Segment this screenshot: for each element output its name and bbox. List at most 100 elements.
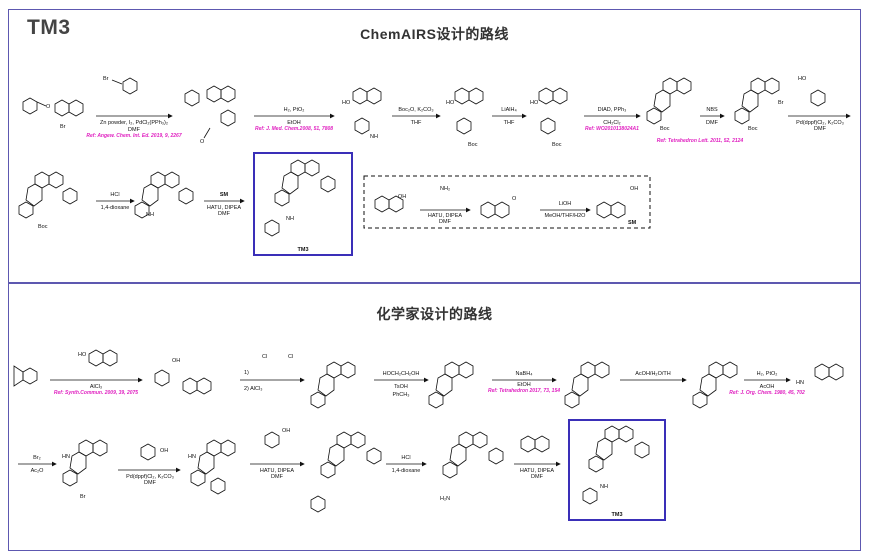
reaction-step: H₂, PtO₂ AcOH Ref: J. Org. Chem. 1980, 4… (729, 371, 805, 396)
step-solvent: PhCH₃ (393, 392, 410, 398)
step-reagent: AcOH/H₂O/TH (635, 371, 670, 377)
atom-label: OH (172, 358, 180, 364)
reaction-step: Br₂ Ac₂O (18, 455, 57, 474)
step-reagent: 1) (244, 370, 249, 376)
molecule: HO Boc (446, 88, 483, 148)
target-label: TM3 (612, 512, 623, 518)
atom-label: NH (370, 134, 378, 140)
reaction-step: LiAlH₄ THF (492, 107, 527, 126)
atom-label: HN (188, 454, 196, 460)
atom-label: NH (600, 484, 608, 490)
target-label: TM3 (298, 247, 309, 253)
molecule: Boc (647, 78, 691, 132)
molecule: HO NH (342, 88, 381, 140)
step-solvent: DMF (531, 474, 544, 480)
atom-label: O (200, 139, 205, 145)
step-reagent: HCl (110, 192, 119, 198)
chemist-route-title: 化学家设计的路线 (376, 306, 493, 322)
step-reagent: HATU, DIPEA (428, 213, 462, 219)
molecule: OH (154, 358, 211, 394)
molecule (13, 365, 38, 387)
literature-ref: Ref: Tetrahedron Lett. 2011, 52, 2124 (657, 138, 744, 144)
atom-label: Cl (262, 354, 267, 360)
step-solvent: THF (504, 120, 515, 126)
reaction-step: OH Pd(dppf)Cl₂, K₂CO₃ DMF (118, 444, 181, 486)
reaction-step: Cl Cl 1) 2) AlCl₃ (240, 354, 305, 392)
reaction-step: HATU, DIPEA DMF (514, 436, 561, 480)
step-reagent: LiOH (559, 201, 572, 207)
atom-label: HO (342, 100, 351, 106)
reaction-step: HO AlCl₃ Ref: Synth.Commun. 2009, 39, 20… (50, 350, 143, 396)
molecule (693, 362, 737, 408)
step-reagent: NaBH₄ (516, 371, 534, 377)
chemairs-route-title: ChemAIRS设计的路线 (360, 26, 509, 42)
step-reagent: Pd(dppf)Cl₂, K₂CO₃ (796, 120, 844, 126)
top-row-2: Boc HCl 1,4-dioxane NH SM HATU, DIPEA DM… (19, 152, 651, 256)
literature-ref: Ref: Tetrahedron 2017, 73, 154 (488, 388, 560, 394)
target-highlight-box (568, 419, 666, 521)
atom-label: Br (778, 100, 784, 106)
step-reagent: Pd(dppf)Cl₂, K₂CO₃ (126, 474, 174, 480)
step-solvent: 1,4-dioxane (101, 205, 130, 211)
molecule: HN Br (62, 440, 107, 500)
target-highlight-box (253, 152, 353, 256)
reaction-step: AcOH/H₂O/TH (620, 371, 687, 383)
molecule: HO Boc (530, 88, 567, 148)
atom-label: Br (80, 494, 86, 500)
atom-label: Boc (468, 142, 478, 148)
molecule (429, 362, 473, 408)
step-solvent: DMF (218, 211, 231, 217)
step-reagent: Br₂ (33, 455, 41, 461)
literature-ref: Ref: J. Org. Chem. 1980, 45, 702 (729, 390, 805, 396)
reaction-step: H₂, PtO₂ EtOH Ref: J. Med. Chem.2008, 51… (254, 107, 335, 132)
atom-label: OH (398, 194, 406, 200)
atom-label: OH (160, 448, 168, 454)
bottom-row-1: HO AlCl₃ Ref: Synth.Commun. 2009, 39, 20… (13, 350, 843, 408)
atom-label: O (512, 196, 517, 202)
step-reagent: Zn powder, I₂, PdCl₂(PPh₃)₂ (100, 120, 168, 126)
atom-label: HO (446, 100, 455, 106)
reaction-step: NaBH₄ EtOH Ref: Tetrahedron 2017, 73, 15… (488, 371, 560, 394)
step-reagent: NBS (706, 107, 718, 113)
atom-label: HN (796, 380, 804, 386)
top-row-1: O Br Br Zn powder, I₂, PdCl₂(PPh₃)₂ DMF … (22, 76, 851, 148)
chemairs-route-panel: TM3 ChemAIRS设计的路线 (8, 9, 861, 283)
molecule: NH (135, 172, 193, 218)
atom-label: HO (798, 76, 807, 82)
reaction-step: SM HATU, DIPEA DMF (204, 192, 245, 217)
atom-label: HO (530, 100, 539, 106)
atom-label: Cl (288, 354, 293, 360)
molecule: HN (188, 440, 235, 494)
molecule: Br Boc (735, 78, 784, 132)
molecule: O Br (22, 97, 83, 130)
atom-label: Boc (552, 142, 562, 148)
molecule: O (184, 86, 235, 145)
atom-label: Br (103, 76, 109, 82)
reaction-step: HCl 1,4-dioxane (96, 192, 135, 211)
atom-label: HO (78, 352, 87, 358)
atom-label: NH (286, 216, 294, 222)
reaction-step: Boc₂O, K₂CO₃ THF (392, 107, 441, 126)
reaction-step: NBS DMF Ref: Tetrahedron Lett. 2011, 52,… (657, 107, 744, 144)
sm-preparation: OH NH₂ HATU, DIPEA DMF O LiOH MeOH/THF/H… (375, 186, 638, 226)
chemist-route-panel: 化学家设计的路线 (8, 283, 861, 551)
step-solvent: Ac₂O (31, 468, 45, 474)
step-reagent: HOCH₂CH₂OH (383, 371, 420, 377)
reaction-step: DIAD, PPh₃ CH₂Cl₂ Ref: WO2010138024A1 (584, 107, 641, 132)
reagent-molecule: HO Pd(dppf)Cl₂, K₂CO₃ DMF (788, 76, 851, 132)
reaction-step: Br Zn powder, I₂, PdCl₂(PPh₃)₂ DMF Ref: … (86, 76, 181, 139)
literature-ref: Ref: WO2010138024A1 (585, 126, 639, 132)
step-solvent: THF (411, 120, 422, 126)
step-solvent: DMF (706, 120, 719, 126)
step-reagent: HATU, DIPEA (520, 468, 554, 474)
step-solvent: CH₂Cl₂ (603, 120, 620, 126)
step-solvent: 1,4-dioxane (392, 468, 421, 474)
molecule: H₂N (440, 432, 503, 502)
step-reagent: H₂, PtO₂ (284, 107, 305, 113)
atom-label: OH (630, 186, 638, 192)
step-reagent: SM (220, 192, 229, 198)
step-reagent: Boc₂O, K₂CO₃ (398, 107, 433, 113)
step-solvent: EtOH (517, 382, 530, 388)
step-solvent: TsOH (394, 384, 408, 390)
